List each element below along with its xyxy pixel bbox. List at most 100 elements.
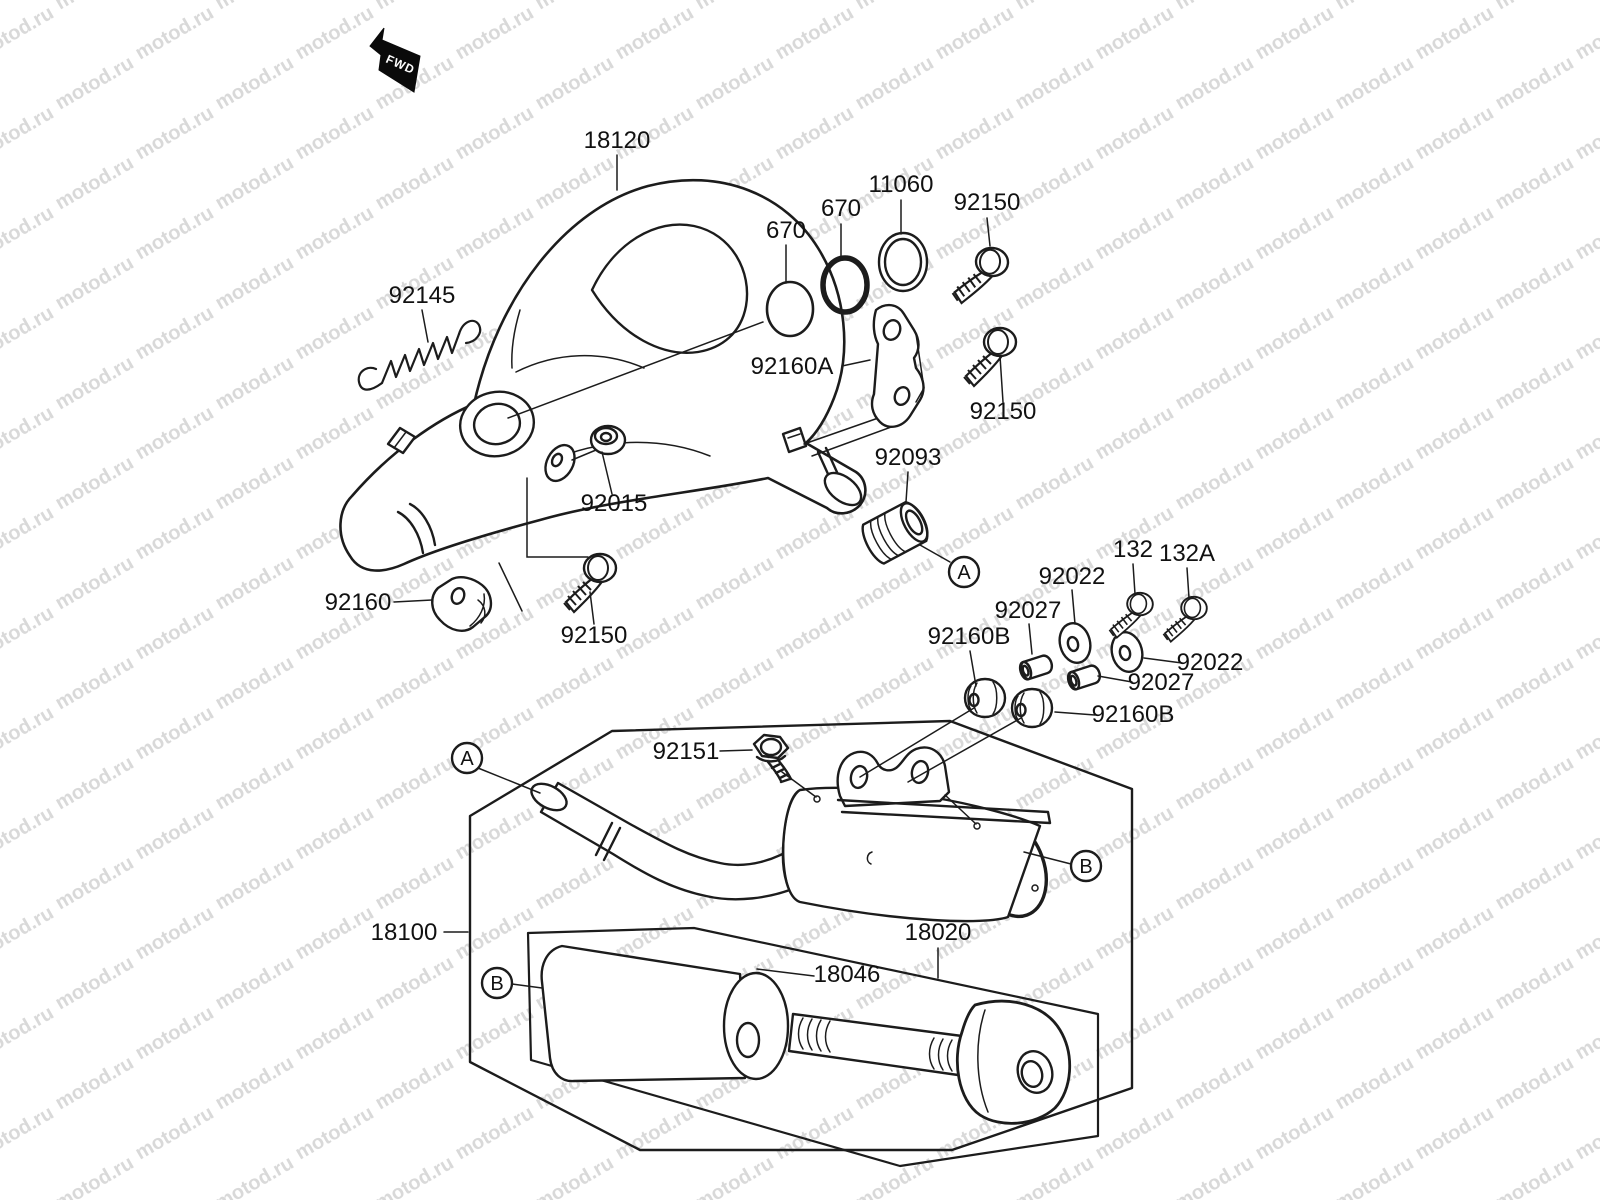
watermark-text: motod.ru bbox=[292, 402, 378, 464]
watermark-text: motod.ru bbox=[52, 152, 138, 214]
watermark-text: motod.ru bbox=[1252, 302, 1338, 364]
watermark-text: motod.ru bbox=[692, 52, 778, 114]
watermark-text: motod.ru bbox=[1492, 452, 1578, 514]
watermark-text: motod.ru bbox=[1172, 1052, 1258, 1114]
watermark-text: motod.ru bbox=[1332, 252, 1418, 314]
watermark-text: motod.ru bbox=[1412, 402, 1498, 464]
watermark-text: motod.ru bbox=[1332, 552, 1418, 614]
watermark-text: motod.ru bbox=[1332, 152, 1418, 214]
watermark-text: motod.ru bbox=[52, 752, 138, 814]
washer-92022-b bbox=[1110, 631, 1144, 673]
watermark-text: motod.ru bbox=[1572, 302, 1600, 364]
end-cap bbox=[955, 999, 1072, 1125]
watermark-text: motod.ru bbox=[1332, 952, 1418, 1014]
watermark-text: motod.ru bbox=[1412, 702, 1498, 764]
watermark-text: motod.ru bbox=[1412, 802, 1498, 864]
watermark-text: motod.ru bbox=[452, 1102, 538, 1164]
watermark-text: motod.ru bbox=[852, 52, 938, 114]
watermark-text: motod.ru bbox=[1332, 852, 1418, 914]
part-label-18120: 18120 bbox=[584, 127, 651, 154]
oring-670-b bbox=[820, 255, 870, 315]
watermark-text: motod.ru bbox=[0, 302, 58, 364]
watermark-text: motod.ru bbox=[772, 602, 858, 664]
watermark-text: motod.ru bbox=[132, 802, 218, 864]
watermark-text: motod.ru bbox=[1252, 1002, 1338, 1064]
watermark-text: motod.ru bbox=[132, 502, 218, 564]
watermark-text: motod.ru bbox=[372, 152, 458, 214]
collar-92027-a bbox=[1018, 654, 1054, 681]
watermark-text: motod.ru bbox=[532, 52, 618, 114]
part-label-670-b: 670 bbox=[821, 195, 861, 222]
watermark-text: motod.ru bbox=[1252, 102, 1338, 164]
watermark-text: motod.ru bbox=[1092, 1102, 1178, 1164]
watermark-text: motod.ru bbox=[692, 552, 778, 614]
watermark-text: motod.ru bbox=[1172, 0, 1258, 14]
watermark-text: motod.ru bbox=[292, 202, 378, 264]
watermark-text: motod.ru bbox=[1492, 552, 1578, 614]
watermark-text: motod.ru bbox=[1252, 402, 1338, 464]
part-label-132A: 132A bbox=[1159, 540, 1215, 567]
watermark-text: motod.ru bbox=[1092, 902, 1178, 964]
watermark-text: motod.ru bbox=[212, 452, 298, 514]
watermark-text: motod.ru bbox=[1572, 702, 1600, 764]
watermark-text: motod.ru bbox=[1332, 1052, 1418, 1114]
watermark-text: motod.ru bbox=[1252, 602, 1338, 664]
gasket-11060 bbox=[877, 231, 929, 293]
watermark-text: motod.ru bbox=[1252, 502, 1338, 564]
watermark-text: motod.ru bbox=[1412, 2, 1498, 64]
watermark-text: motod.ru bbox=[212, 1152, 298, 1200]
watermark-text: motod.ru bbox=[1412, 1002, 1498, 1064]
watermark-text: motod.ru bbox=[212, 852, 298, 914]
watermark-text: motod.ru bbox=[1172, 752, 1258, 814]
watermark-text: motod.ru bbox=[1172, 852, 1258, 914]
watermark-text: motod.ru bbox=[292, 1102, 378, 1164]
watermark-text: motod.ru bbox=[1172, 52, 1258, 114]
watermark-text: motod.ru bbox=[852, 552, 938, 614]
part-label-670-a: 670 bbox=[766, 217, 806, 244]
watermark-text: motod.ru bbox=[1492, 652, 1578, 714]
watermark-text: motod.ru bbox=[212, 552, 298, 614]
nut-92015 bbox=[589, 424, 627, 456]
watermark-text: motod.ru bbox=[132, 302, 218, 364]
watermark-text: motod.ru bbox=[0, 202, 58, 264]
watermark-text: motod.ru bbox=[212, 52, 298, 114]
watermark-text: motod.ru bbox=[1012, 52, 1098, 114]
part-label-11060: 11060 bbox=[869, 171, 934, 198]
watermark-text: motod.ru bbox=[372, 652, 458, 714]
watermark-text: motod.ru bbox=[212, 652, 298, 714]
watermark-text: motod.ru bbox=[52, 352, 138, 414]
watermark-text: motod.ru bbox=[52, 652, 138, 714]
watermark-text: motod.ru bbox=[1012, 252, 1098, 314]
watermark-text: motod.ru bbox=[1012, 452, 1098, 514]
watermark-text: motod.ru bbox=[1092, 1002, 1178, 1064]
watermark-text: motod.ru bbox=[0, 902, 58, 964]
packing-18046 bbox=[540, 944, 790, 1083]
watermark-text: motod.ru bbox=[1412, 102, 1498, 164]
marker-B-2: B bbox=[1079, 856, 1092, 878]
watermark-text: motod.ru bbox=[372, 1052, 458, 1114]
expansion-chamber-18120 bbox=[339, 178, 867, 572]
watermark-text: motod.ru bbox=[0, 802, 58, 864]
watermark-text: motod.ru bbox=[372, 852, 458, 914]
part-label-92150-a: 92150 bbox=[954, 189, 1021, 216]
watermark-text: motod.ru bbox=[0, 502, 58, 564]
watermark-text: motod.ru bbox=[132, 102, 218, 164]
muffler-18020 bbox=[530, 746, 1052, 923]
watermark-text: motod.ru bbox=[612, 1102, 698, 1164]
detail-leader-lines bbox=[498, 321, 895, 612]
watermark-text: motod.ru bbox=[1572, 902, 1600, 964]
part-label-92022-a: 92022 bbox=[1039, 563, 1106, 590]
watermark-text: motod.ru bbox=[132, 2, 218, 64]
part-label-132: 132 bbox=[1113, 536, 1153, 563]
watermark-text: motod.ru bbox=[452, 2, 538, 64]
watermark-text: motod.ru bbox=[1332, 352, 1418, 414]
leader-lines bbox=[393, 154, 1190, 989]
watermark-text: motod.ru bbox=[1252, 702, 1338, 764]
watermark-text: motod.ru bbox=[452, 802, 538, 864]
part-label-92160B-a: 92160B bbox=[928, 623, 1011, 650]
watermark-text: motod.ru bbox=[852, 0, 938, 14]
watermark-text: motod.ru bbox=[0, 1102, 58, 1164]
watermark-text: motod.ru bbox=[532, 852, 618, 914]
watermark-text: motod.ru bbox=[532, 652, 618, 714]
watermark-text: motod.ru bbox=[1252, 202, 1338, 264]
